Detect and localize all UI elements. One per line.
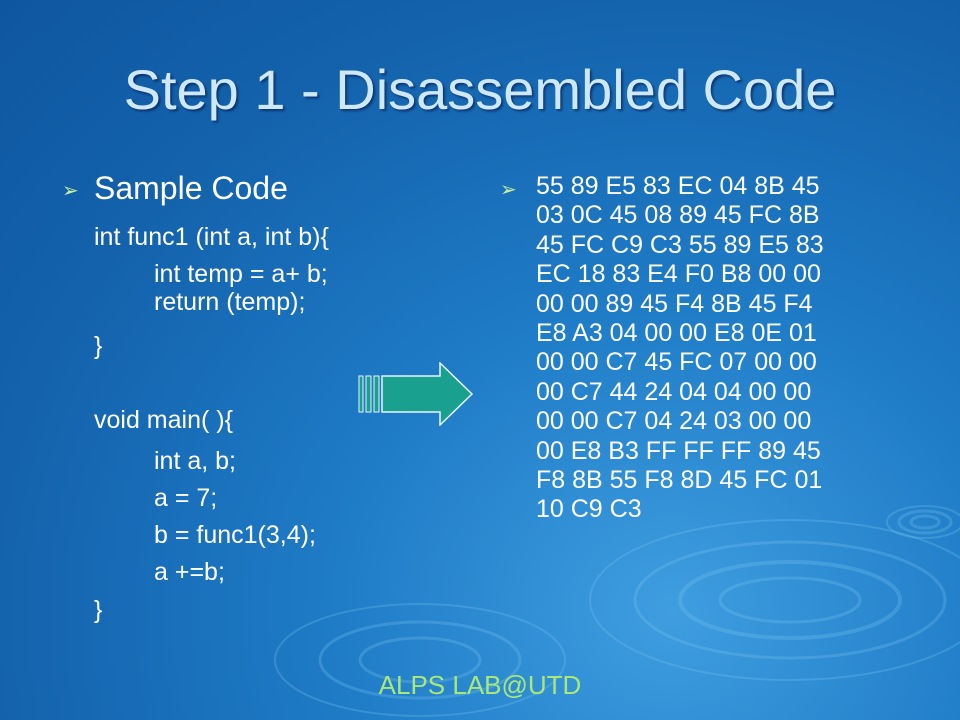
hex-line: F8 8B 55 F8 8D 45 FC 01 [536,466,823,495]
code-line: a +=b; [154,558,225,586]
code-line: int temp = a+ b; [154,260,328,288]
machine-code-bytes: 55 89 E5 83 EC 04 8B 45 03 0C 45 08 89 4… [536,172,916,525]
bullet-arrow-icon: ➢ [500,179,517,201]
hex-line: 00 00 89 45 F4 8B 45 F4 [536,289,813,318]
hex-line: 10 C9 C3 [536,495,642,524]
footer-label: ALPS LAB@UTD [378,670,582,700]
code-line: void main( ){ [94,406,233,434]
sample-code-heading: Sample Code [94,170,288,206]
hex-line: 00 00 C7 45 FC 07 00 00 [536,348,817,377]
code-line: int func1 (int a, int b){ [94,223,329,251]
code-line: a = 7; [154,484,218,512]
code-line: } [94,596,103,624]
hex-line: 00 00 C7 04 24 03 00 00 [536,407,812,436]
bullet-arrow-icon: ➢ [62,180,79,202]
hex-line: EC 18 83 E4 F0 B8 00 00 [536,260,821,289]
code-line: b = func1(3,4); [154,521,316,549]
code-line: return (temp); [154,288,306,316]
hex-line: 00 E8 B3 FF FF FF 89 45 [536,436,821,465]
code-line: int a, b; [154,447,236,475]
hex-line: 00 C7 44 24 04 04 00 00 [536,377,812,406]
slide-title: Step 1 - Disassembled Code [123,58,837,121]
code-line: } [94,332,103,360]
hex-line: 03 0C 45 08 89 45 FC 8B [536,201,820,230]
hex-line: 55 89 E5 83 EC 04 8B 45 [536,172,820,200]
hex-line: E8 A3 04 00 00 E8 0E 01 [536,319,817,348]
right-arrow-icon [358,362,474,426]
hex-line: 45 FC C9 C3 55 89 E5 83 [536,230,824,259]
